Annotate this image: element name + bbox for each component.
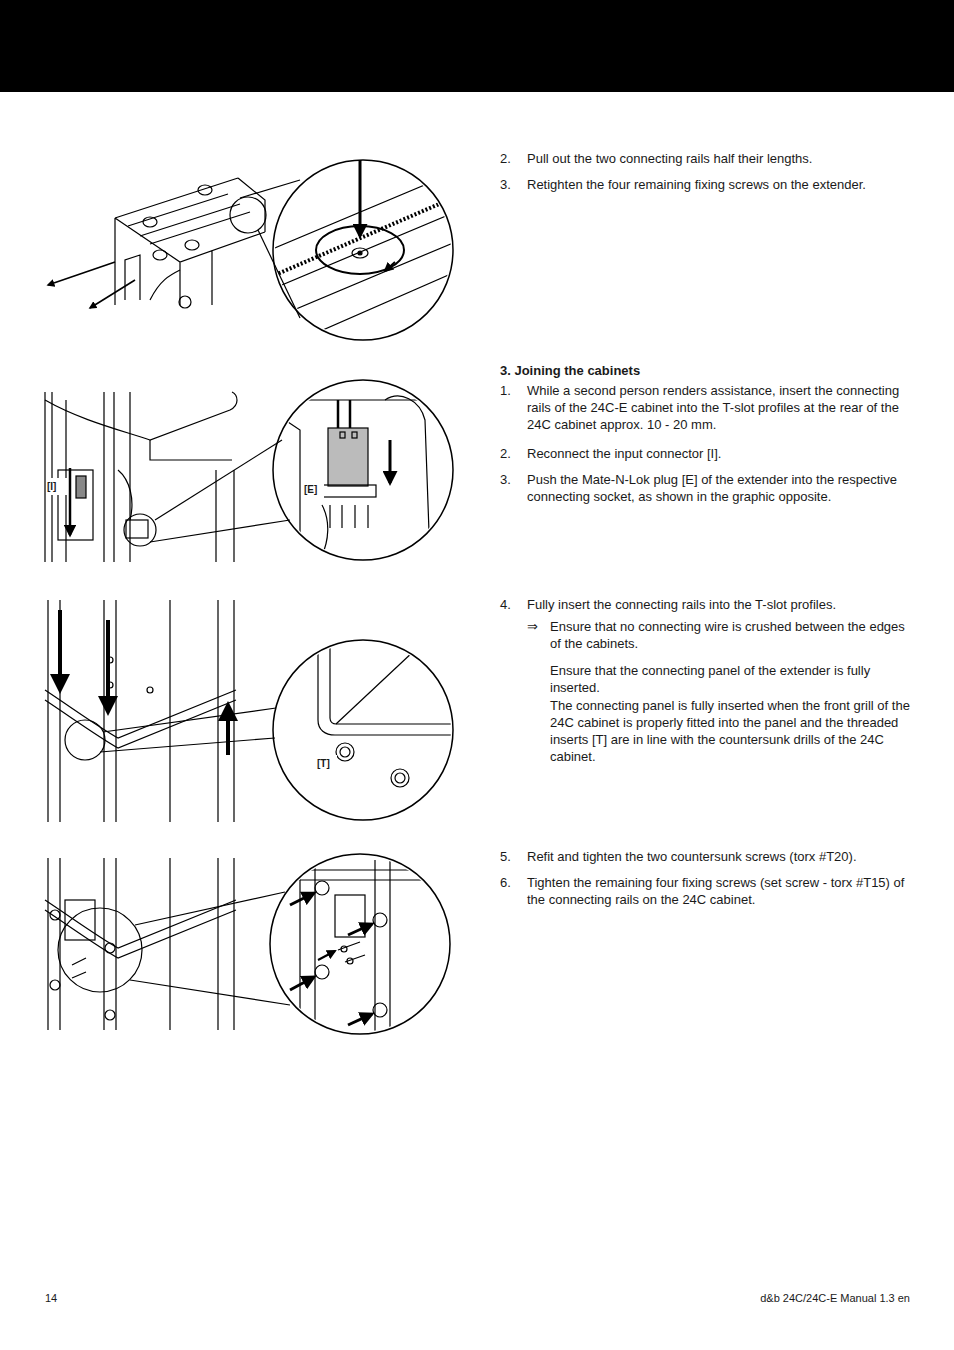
instruction-text: Tighten the remaining four fixing screws… <box>527 874 912 908</box>
step-number: 3. <box>500 471 524 488</box>
result-arrow: ⇒ <box>527 618 549 635</box>
extender-figure <box>48 160 460 340</box>
callout-label: [I] <box>47 478 67 495</box>
callout-label: [E] <box>304 481 324 498</box>
step-number: 5. <box>500 848 524 865</box>
screw-figure <box>45 854 450 1040</box>
page-number: 14 <box>45 1290 105 1307</box>
instruction-text: Pull out the two connecting rails half t… <box>527 150 912 167</box>
callout-label: [T] <box>317 755 337 772</box>
instruction-text: Retighten the four remaining fixing scre… <box>527 176 912 193</box>
step-number: 3. <box>500 176 524 193</box>
instruction-text: Push the Mate-N-Lok plug [E] of the exte… <box>527 471 912 505</box>
instruction-text: Reconnect the input connector [I]. <box>527 445 912 462</box>
note-text: Ensure that the connecting panel of the … <box>550 662 912 696</box>
section-heading: 3. Joining the cabinets <box>500 362 900 379</box>
connector-figure <box>45 380 453 562</box>
step-number: 1. <box>500 382 524 399</box>
instruction-text: Refit and tighten the two countersunk sc… <box>527 848 912 865</box>
note-text: The connecting panel is fully inserted w… <box>550 697 912 765</box>
step-number: 4. <box>500 596 524 613</box>
footer-text: d&b 24C/24C-E Manual 1.3 en <box>640 1290 910 1307</box>
step-number: 6. <box>500 874 524 891</box>
note-text: Ensure that no connecting wire is crushe… <box>550 618 912 652</box>
instruction-text: While a second person renders assistance… <box>527 382 912 433</box>
instruction-text: Fully insert the connecting rails into t… <box>527 596 912 613</box>
step-number: 2. <box>500 150 524 167</box>
header-bar <box>0 0 954 92</box>
insert-figure <box>45 600 455 822</box>
step-number: 2. <box>500 445 524 462</box>
